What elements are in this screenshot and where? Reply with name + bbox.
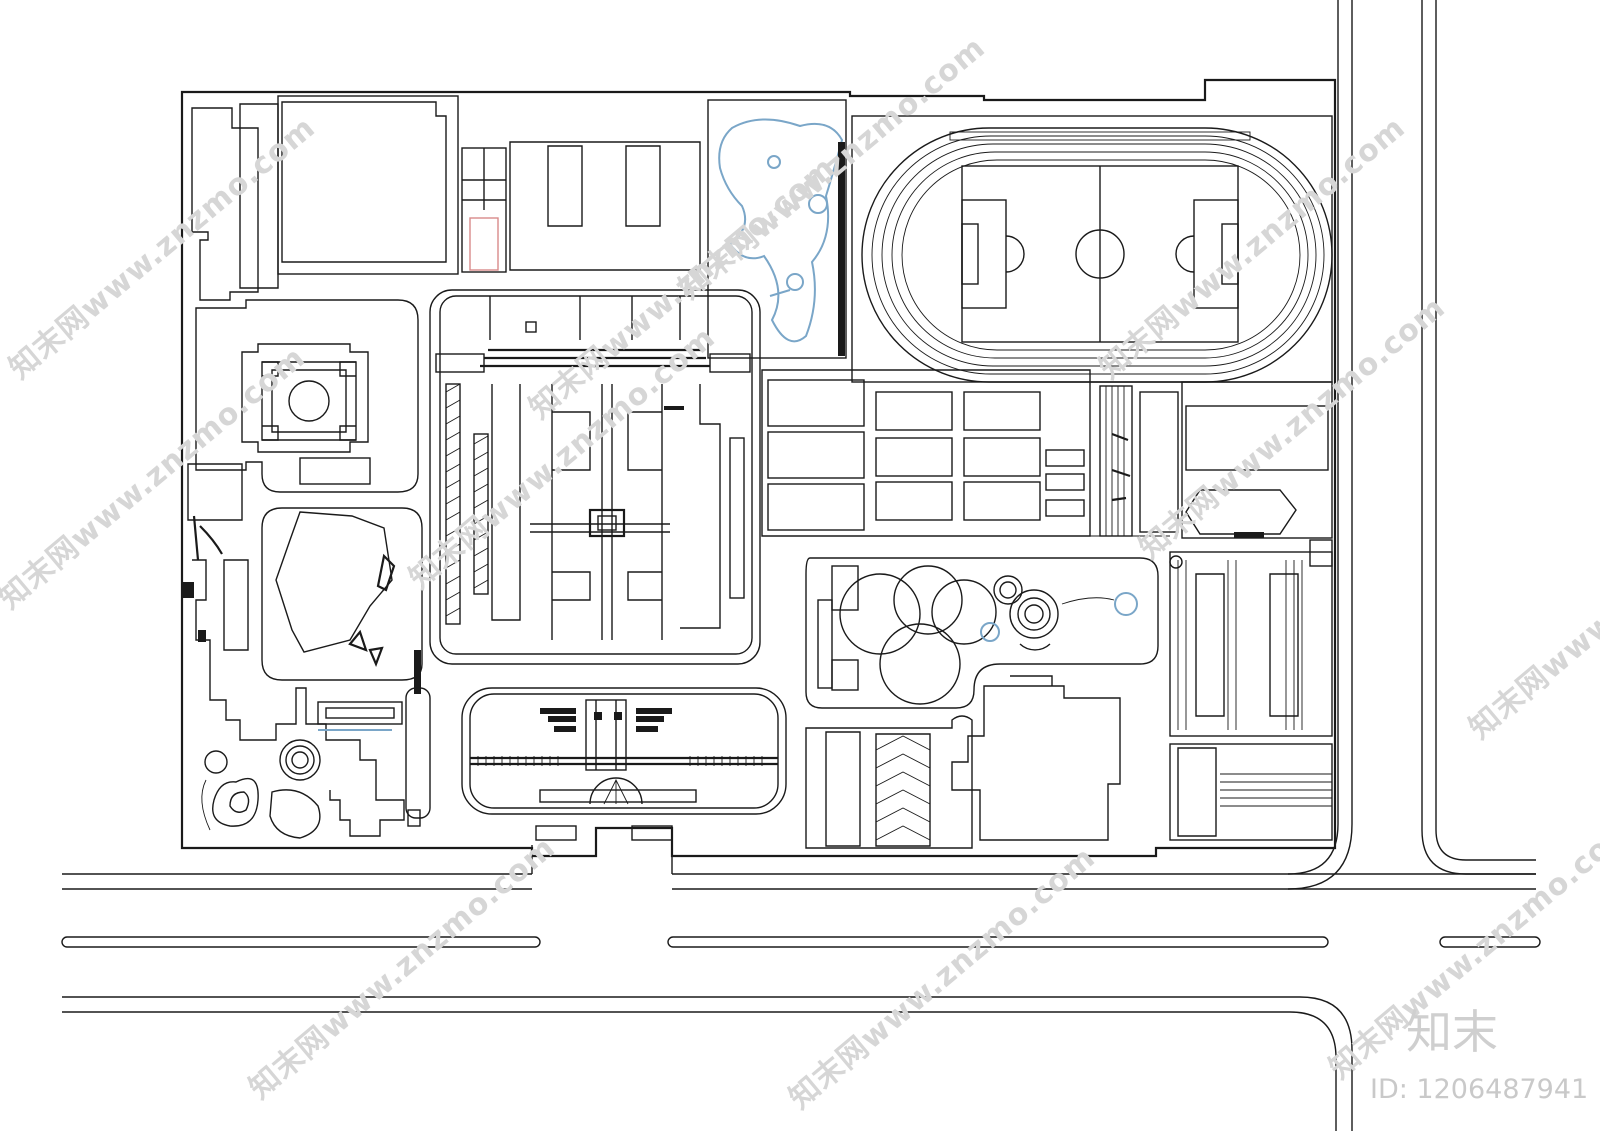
watermark-text: 知末网www.znzmo.com [243,830,563,1106]
grandstand-stairs [1099,385,1179,537]
watermark-text: 知末网www.znzmo.com [403,320,723,596]
watermark-text: 知末网www.znzmo.com [783,840,1103,1116]
image-id-label: ID: 1206487941 [1370,1074,1588,1105]
east-dormitory-block [1169,539,1333,841]
athletics-track [851,115,1333,383]
north-west-building [277,95,459,275]
watermark-layer: 知末网www.znzmo.com 知末网www.znzmo.com 知末网www… [0,30,1600,1116]
central-campus-core [429,289,761,665]
road-network [61,0,1541,1131]
south-east-building [805,675,1121,849]
west-administration-building [195,299,419,493]
watermark-text: 知末网www.znzmo.com [1463,470,1600,746]
south-west-park [182,515,431,839]
main-entrance-building [461,687,787,815]
basketball-courts [761,369,1170,537]
site-boundary [180,78,1337,858]
circle-garden [805,557,1159,709]
football-field [961,165,1239,343]
sports-court-small [461,147,507,273]
brand-logo-text: 知末 [1406,1005,1498,1059]
watermark-text: 知末网www.znzmo.com [1133,290,1453,566]
south-gate [535,825,673,841]
watermark-text: 知末网www.znzmo.com [0,340,312,616]
west-library-building [261,507,423,694]
north-garden [707,99,847,359]
north-classroom-buildings [509,141,701,271]
watermark-text: 知末网www.znzmo.com [3,110,323,386]
west-building-strip [187,103,279,651]
east-court-building [1181,381,1333,539]
brand-mark: 知末 ID: 1206487941 [1370,1005,1588,1105]
